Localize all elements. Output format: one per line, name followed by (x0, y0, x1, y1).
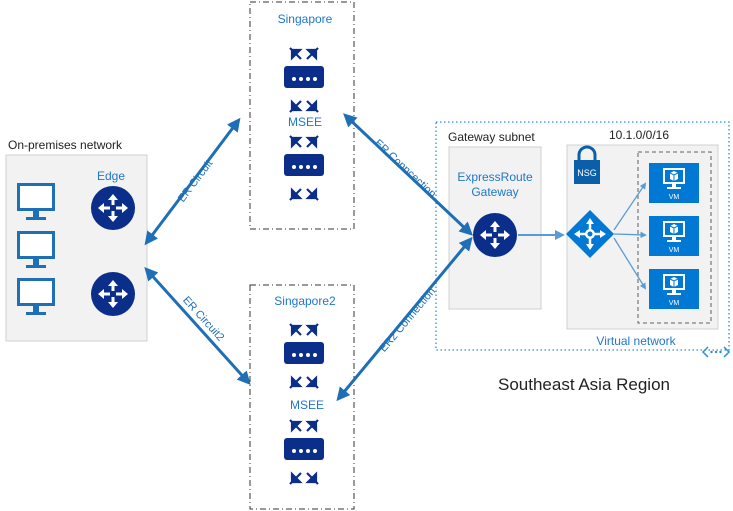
vnet-label: Virtual network (596, 334, 676, 348)
er-circuit-arrow (144, 117, 241, 246)
msee-switch-icon (282, 418, 326, 486)
lb-to-vm-arrow (613, 182, 647, 231)
site-singapore2-msee: MSEE (290, 398, 324, 412)
nsg-lock-icon (574, 145, 600, 184)
site-singapore-msee: MSEE (288, 115, 322, 129)
site-singapore2-box (249, 284, 355, 510)
vnet-address: 10.1.0/0/16 (609, 128, 669, 142)
msee-switch-icon (282, 322, 326, 390)
er-circuit2-arrow (144, 266, 251, 386)
er-connection-label: ER Conncection (372, 137, 438, 200)
edge-label: Edge (97, 169, 125, 183)
lb-to-vm-arrow (613, 231, 647, 239)
nsg-label: NSG (577, 168, 597, 178)
edge-router-icon (91, 272, 135, 316)
msee-switch-icon (282, 46, 326, 114)
lb-to-vm-arrow (613, 237, 647, 290)
site-singapore2-name: Singapore2 (274, 294, 336, 308)
expressroute-gateway-icon (473, 213, 517, 257)
vm-label: VM (669, 247, 680, 254)
vm-group-box (637, 151, 712, 324)
region-box (435, 121, 730, 351)
msee-switch-icon (282, 134, 326, 202)
er2-connection-label: ER2 Connection (377, 286, 438, 355)
site-singapore-name: Singapore (278, 12, 333, 26)
er-connection-arrow (343, 113, 473, 236)
er2-connection-arrow (336, 236, 473, 402)
vm-label: VM (669, 194, 680, 201)
er-circuit-label: ER Circuit (176, 158, 215, 205)
vnet-peering-icon (701, 346, 731, 358)
er-circuit2-label: ER Circuit2 (180, 294, 226, 343)
gateway-name-line2: Gateway (471, 185, 518, 199)
onprem-title: On-premises network (8, 138, 123, 152)
gateway-subnet-label: Gateway subnet (448, 130, 535, 144)
edge-router-icon (91, 186, 135, 230)
gateway-name-line1: ExpressRoute (457, 170, 533, 184)
region-label: Southeast Asia Region (498, 375, 670, 394)
load-balancer-icon (566, 210, 614, 258)
vm-label: VM (669, 300, 680, 307)
